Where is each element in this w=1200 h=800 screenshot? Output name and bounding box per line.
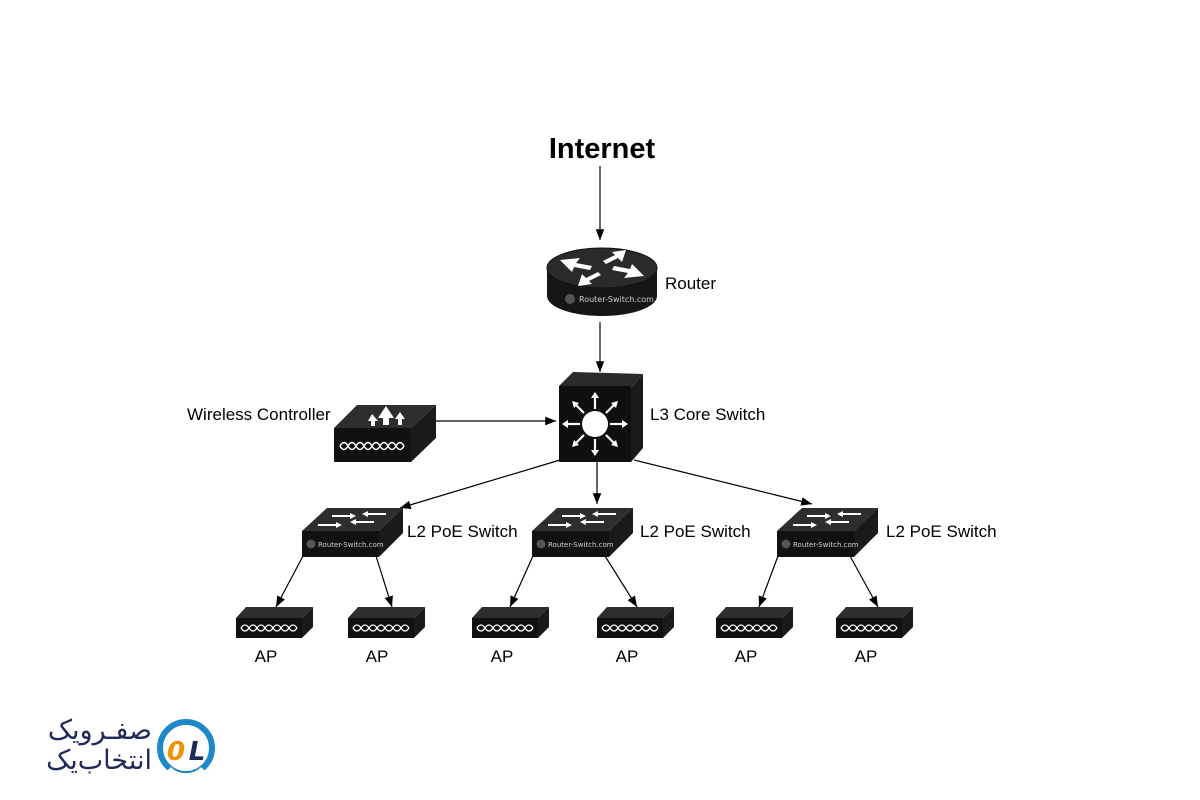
ap-3-icon [472,607,549,638]
wireless-controller-icon [334,405,436,462]
router-icon: Router-Switch.com [546,247,658,316]
router-brand: Router-Switch.com [579,295,654,304]
poe-switch-1-label: L2 PoE Switch [407,522,518,541]
wireless-controller-label: Wireless Controller [187,405,331,424]
link-core-poe1 [399,459,561,510]
connections [275,166,879,608]
link-poe2-ap4 [604,555,638,608]
poe-switch-2-label: L2 PoE Switch [640,522,751,541]
svg-text:0: 0 [167,737,185,767]
poe-switch-1-brand: Router-Switch.com [318,541,384,549]
link-poe1-ap2 [375,555,393,608]
poe-switch-2-brand: Router-Switch.com [548,541,614,549]
ap-3-label: AP [491,647,514,666]
brand-logo-line2: انتخاب‌یک [46,745,152,776]
ap-6-label: AP [855,647,878,666]
link-poe1-ap1 [275,555,304,608]
poe-switch-3-brand: Router-Switch.com [793,541,859,549]
ap-1-label: AP [255,647,278,666]
core-switch-icon [559,372,643,462]
core-switch-label: L3 Core Switch [650,405,765,424]
router-label: Router [665,274,716,293]
poe-switch-3-icon: Router-Switch.com [777,508,878,557]
link-poe3-ap6 [849,555,879,608]
ap-2-label: AP [366,647,389,666]
link-core-poe3 [633,459,813,506]
poe-switch-1-icon: Router-Switch.com [302,508,403,557]
brand-logo-mark: 0 L [157,719,215,782]
ap-4-label: AP [616,647,639,666]
link-poe3-ap5 [758,555,779,608]
brand-logo-line1: صفـرویک [47,715,152,746]
ap-5-label: AP [735,647,758,666]
link-poe2-ap3 [509,555,534,608]
ap-4-icon [597,607,674,638]
brand-logo-text: صفـرویک انتخاب‌یک [28,716,152,776]
poe-switch-3-label: L2 PoE Switch [886,522,997,541]
svg-text:L: L [189,737,206,767]
ap-6-icon [836,607,913,638]
internet-label: Internet [549,133,656,165]
ap-2-icon [348,607,425,638]
ap-1-icon [236,607,313,638]
poe-switch-2-icon: Router-Switch.com [532,508,633,557]
ap-5-icon [716,607,793,638]
